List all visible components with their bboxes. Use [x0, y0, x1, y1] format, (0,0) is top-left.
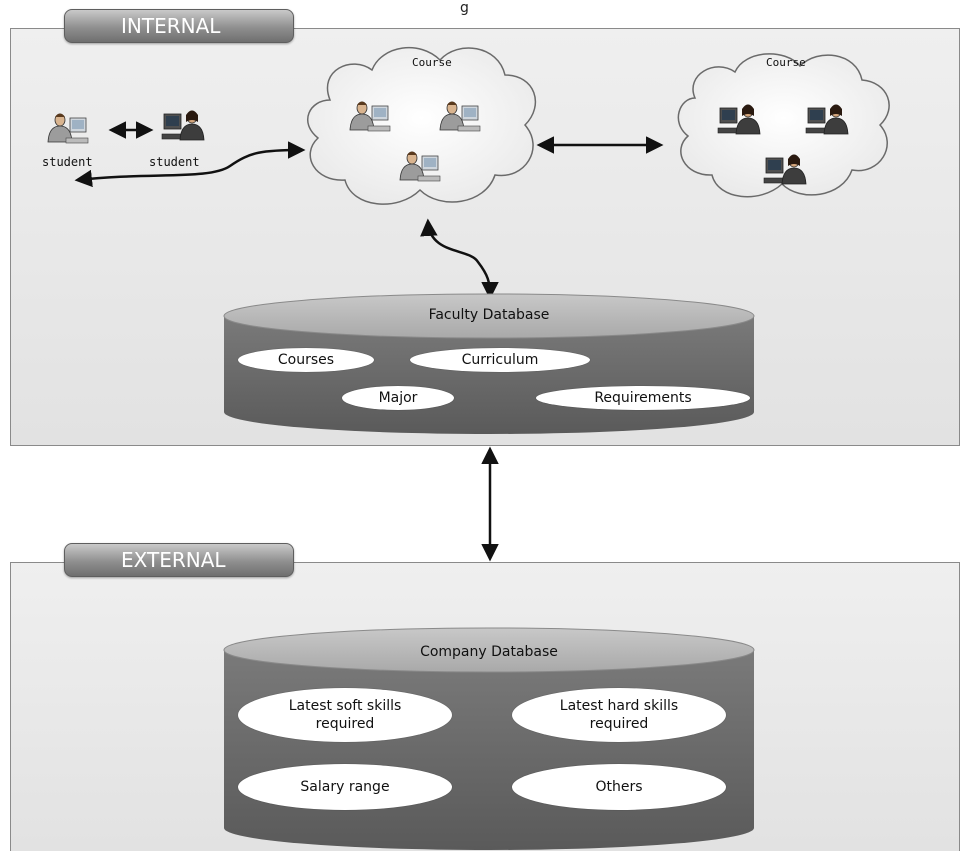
db-item-latest-soft-skills: Latest soft skills required [238, 688, 452, 742]
db-item-others: Others [512, 764, 726, 810]
faculty-database-title: Faculty Database [428, 307, 550, 323]
db-item-major: Major [342, 386, 454, 410]
external-tab: EXTERNAL [64, 543, 294, 577]
course-label-1: Course [412, 56, 452, 69]
student-label-2: student [149, 155, 200, 169]
top-caption: g [460, 0, 469, 16]
student-label-1: student [42, 155, 93, 169]
db-item-latest-hard-skills: Latest hard skills required [512, 688, 726, 742]
student-to-course-arrow [74, 141, 306, 188]
company-database-title: Company Database [420, 644, 558, 660]
db-item-requirements: Requirements [536, 386, 750, 410]
db-item-curriculum: Curriculum [410, 348, 590, 372]
course-label-2: Course [766, 56, 806, 69]
course-cloud-2 [677, 53, 890, 198]
internal-tab: INTERNAL [64, 9, 294, 43]
student-person-1 [47, 113, 89, 144]
course-to-faculty-db-arrow [420, 218, 499, 300]
db-item-salary-range: Salary range [238, 764, 452, 810]
course-cloud-1 [307, 46, 536, 205]
db-item-courses: Courses [238, 348, 374, 372]
student-person-2 [161, 110, 205, 141]
